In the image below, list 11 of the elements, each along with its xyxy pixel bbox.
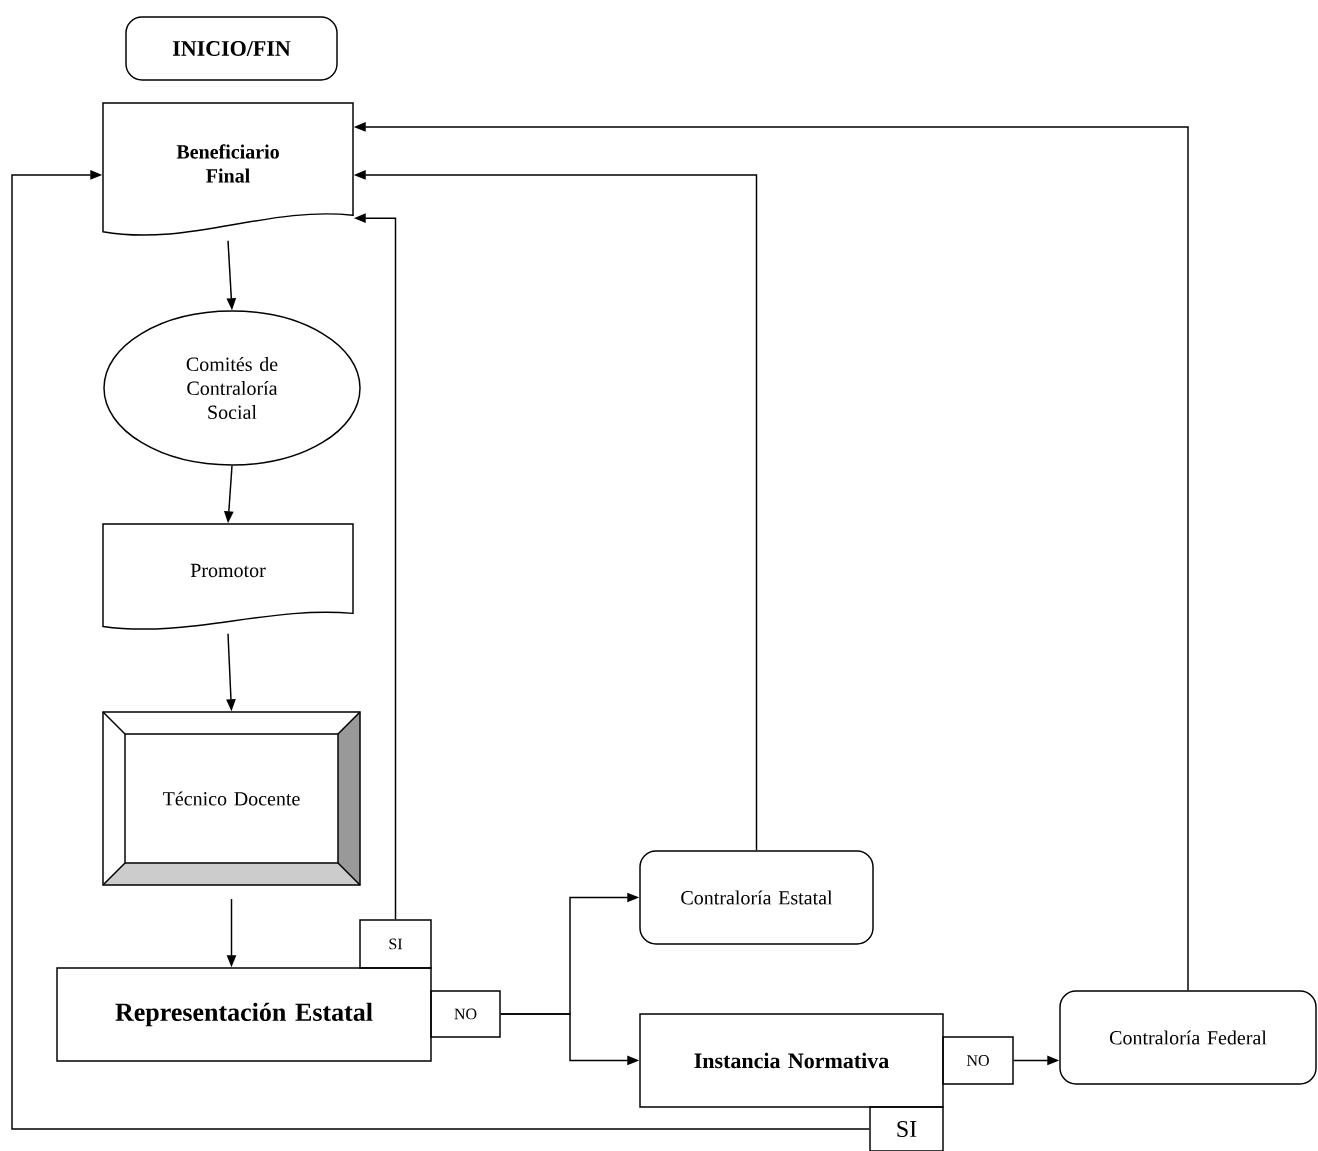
arrow [11,170,870,1130]
bevel-box: Técnico Docente [102,711,361,886]
process-box: Contraloría Estatal [639,850,874,945]
answer-box: NO [430,990,501,1038]
process-box: Instancia Normativa [639,1013,944,1108]
answer-box: SI [869,1106,944,1151]
answer-box: NO [942,1036,1014,1085]
answer-box: SI [359,919,432,969]
process-box: Contraloría Federal [1059,990,1317,1085]
process-box: Representación Estatal [56,967,432,1062]
terminator-box: INICIO/FIN [125,16,338,81]
